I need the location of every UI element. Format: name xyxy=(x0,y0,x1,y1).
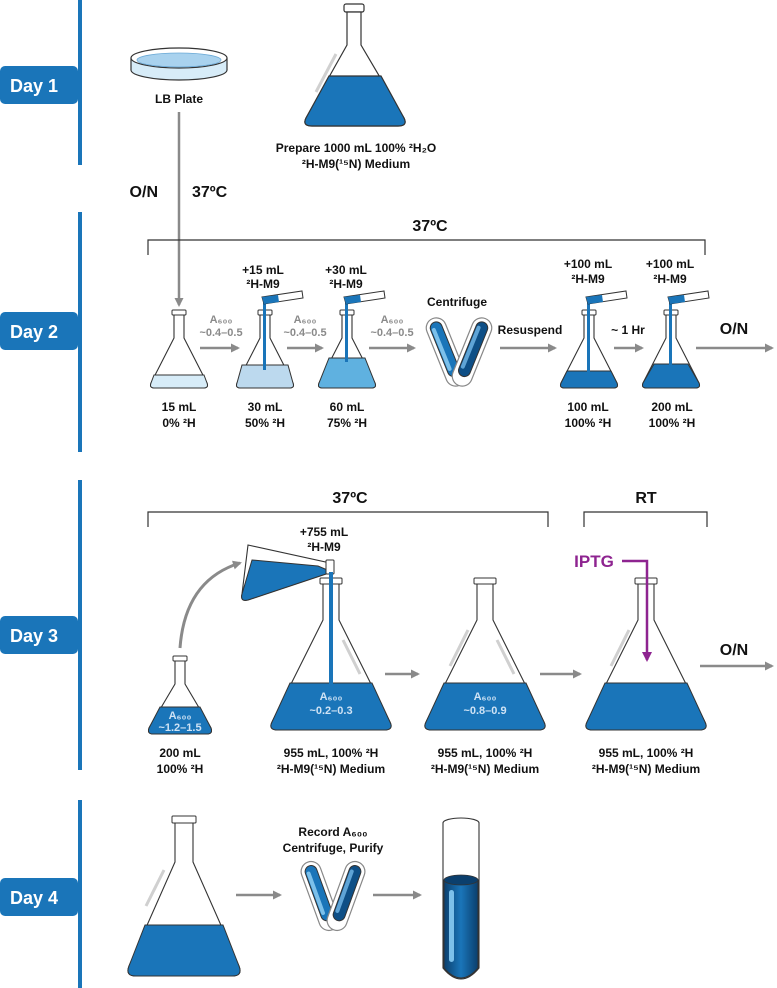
purified-protein-tube-icon xyxy=(442,817,480,980)
lb-plate-label: LB Plate xyxy=(155,92,203,106)
day3-rt-label: RT xyxy=(635,490,657,507)
flask-955ml-2-line1: 955 mL, 100% ²H xyxy=(438,746,533,760)
day-badge-3: Day 3 xyxy=(0,616,78,654)
add-label-2-amount: +30 mL xyxy=(325,263,367,277)
day-badge-2: Day 2 xyxy=(0,312,78,350)
iptg-arrow xyxy=(622,559,652,662)
iptg-label: IPTG xyxy=(574,552,614,571)
flask-60ml-percent: 75% ²H xyxy=(327,416,367,430)
flask-15ml-volume: 15 mL xyxy=(162,400,197,414)
flask-60ml-volume: 60 mL xyxy=(330,400,365,414)
lb-plate-icon xyxy=(130,47,228,81)
day2-temp-label: 37ºC xyxy=(412,218,448,235)
small-flask-a600: A₆₀₀ xyxy=(169,710,192,722)
day-label-4: Day 4 xyxy=(10,888,58,908)
record-label-line2: Centrifuge, Purify xyxy=(283,841,384,855)
day3-add-amount: +755 mL xyxy=(300,525,348,539)
flask-100ml-volume: 100 mL xyxy=(567,400,608,414)
day1-temp-label: 37ºC xyxy=(192,184,228,201)
day3-rt-bracket xyxy=(583,511,708,527)
flask-15ml-icon xyxy=(149,309,209,389)
add-label-4-medium: ²H-M9 xyxy=(653,272,687,286)
day3-temp-bracket xyxy=(147,511,549,527)
flask-30ml-percent: 50% ²H xyxy=(245,416,285,430)
small-flask-volume: 200 mL xyxy=(159,746,200,760)
flask-30ml-volume: 30 mL xyxy=(248,400,283,414)
timeline xyxy=(78,0,82,988)
day2-temp-bracket xyxy=(147,239,706,255)
day-label-2: Day 2 xyxy=(10,322,58,342)
a600-label-3: A₆₀₀ xyxy=(381,314,404,326)
a600-range-1: ~0.4–0.5 xyxy=(199,327,242,339)
resuspend-label: Resuspend xyxy=(498,323,563,337)
day-label-3: Day 3 xyxy=(10,626,58,646)
a600-label-2: A₆₀₀ xyxy=(294,314,317,326)
pouring-flask-icon xyxy=(241,544,335,601)
medium-flask-icon xyxy=(304,3,406,127)
record-label-line1: Record A₆₀₀ xyxy=(298,825,367,839)
add-label-1-amount: +15 mL xyxy=(242,263,284,277)
flask-955ml-3-line2: ²H-M9(¹⁵N) Medium xyxy=(592,762,700,776)
add-label-1-medium: ²H-M9 xyxy=(246,277,280,291)
day2-overnight-label: O/N xyxy=(720,321,748,338)
medium-label-line2: ²H-M9(¹⁵N) Medium xyxy=(302,157,410,171)
day4-centrifuge-tubes-icon xyxy=(300,860,366,932)
flask-200ml-icon xyxy=(641,300,701,389)
day-badge-1: Day 1 xyxy=(0,66,78,104)
a600-range-3: ~0.4–0.5 xyxy=(370,327,413,339)
day-label-1: Day 1 xyxy=(10,76,58,96)
flask-100ml-icon xyxy=(559,300,619,389)
pipette-icon-3 xyxy=(585,290,628,305)
incubate-label: ~ 1 Hr xyxy=(611,323,645,337)
centrifuge-label: Centrifuge xyxy=(427,295,487,309)
flask-955ml-2-icon xyxy=(424,577,546,731)
flask-200ml-percent: 100% ²H xyxy=(649,416,696,430)
add-label-4-amount: +100 mL xyxy=(646,257,694,271)
day3-add-medium: ²H-M9 xyxy=(307,540,341,554)
small-flask-percent: 100% ²H xyxy=(157,762,204,776)
transfer-curve-arrow xyxy=(178,560,242,649)
flask-15ml-percent: 0% ²H xyxy=(162,416,195,430)
add-label-2-medium: ²H-M9 xyxy=(329,277,363,291)
centrifuge-tubes-icon xyxy=(425,317,493,387)
add-label-3-amount: +100 mL xyxy=(564,257,612,271)
day1-overnight-label: O/N xyxy=(130,184,158,201)
day-badge-4: Day 4 xyxy=(0,878,78,916)
flask-955ml-1-a600-range: ~0.2–0.3 xyxy=(309,705,352,717)
flask-955ml-1-line1: 955 mL, 100% ²H xyxy=(284,746,379,760)
pipette-icon-4 xyxy=(667,290,710,305)
flask-955ml-1-line2: ²H-M9(¹⁵N) Medium xyxy=(277,762,385,776)
medium-label-line1: Prepare 1000 mL 100% ²H₂O xyxy=(276,141,437,155)
add-label-3-medium: ²H-M9 xyxy=(571,272,605,286)
flask-955ml-2-a600: A₆₀₀ xyxy=(474,691,497,703)
pipette-icon-2 xyxy=(343,290,386,305)
flask-200ml-volume: 200 mL xyxy=(651,400,692,414)
flask-30ml-icon xyxy=(235,300,295,389)
a600-label-1: A₆₀₀ xyxy=(210,314,233,326)
pipette-icon-1 xyxy=(261,290,304,305)
flask-955ml-2-a600-range: ~0.8–0.9 xyxy=(463,705,506,717)
flask-200ml-day3-icon xyxy=(147,655,213,735)
flask-100ml-percent: 100% ²H xyxy=(565,416,612,430)
day3-temp-label: 37ºC xyxy=(332,490,368,507)
flask-955ml-3-line1: 955 mL, 100% ²H xyxy=(599,746,694,760)
small-flask-a600-range: ~1.2–1.5 xyxy=(158,722,201,734)
day3-overnight-label: O/N xyxy=(720,642,748,659)
flask-955ml-1-a600: A₆₀₀ xyxy=(320,691,343,703)
a600-range-2: ~0.4–0.5 xyxy=(283,327,326,339)
flask-955ml-2-line2: ²H-M9(¹⁵N) Medium xyxy=(431,762,539,776)
harvest-flask-icon xyxy=(127,815,241,977)
flask-955ml-1-icon xyxy=(270,572,392,731)
flask-60ml-icon xyxy=(317,300,377,389)
